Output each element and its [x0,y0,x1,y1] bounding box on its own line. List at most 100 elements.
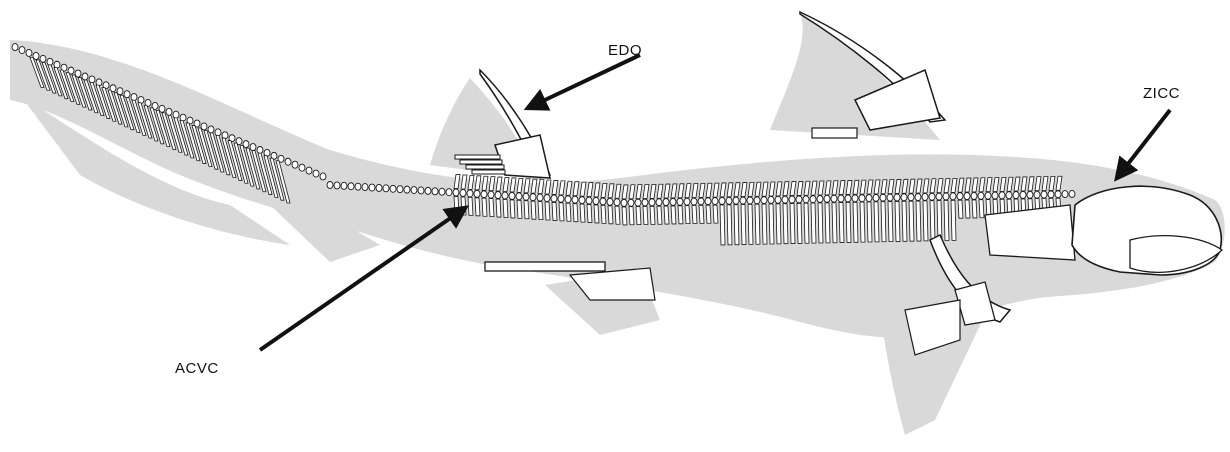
haemal-arch [951,200,956,240]
vertebra [859,195,865,202]
vertebra [719,197,725,204]
vertebra [733,197,739,204]
vertebra [292,161,298,168]
vertebra [887,194,893,201]
vertebra [544,195,550,202]
haemal-arch [825,203,830,243]
haemal-arch [692,206,697,224]
haemal-arch [727,205,732,245]
vertebra [488,191,494,198]
vertebra [768,196,774,203]
acvc-label: ACVC [175,360,219,377]
haemal-arch [979,200,984,218]
haemal-arch [573,204,578,222]
vertebra [12,44,18,51]
vertebra [243,141,249,148]
haemal-arch [552,202,557,220]
haemal-arch [664,206,669,224]
vertebra [1013,192,1019,199]
vertebra [117,88,123,95]
haemal-arch [678,206,683,224]
haemal-arch [902,201,907,241]
vertebra [565,196,571,203]
vertebra [82,73,88,80]
vertebra [873,194,879,201]
vertebra [663,199,669,206]
vertebra [558,195,564,202]
vertebra [929,193,935,200]
vertebra [474,190,480,197]
haemal-arch [895,201,900,241]
vertebra [397,186,403,193]
haemal-arch [916,201,921,241]
vertebra [1020,191,1026,198]
vertebra [390,185,396,192]
vertebra [922,193,928,200]
vertebra [47,58,53,65]
haemal-arch [475,198,480,216]
vertebra [593,197,599,204]
vertebra [313,170,319,177]
haemal-arch [909,201,914,241]
haemal-arch [636,207,641,225]
haemal-arch [818,203,823,243]
haemal-arch [594,205,599,223]
vertebra [166,108,172,115]
haemal-arch [720,205,725,245]
haemal-arch [790,204,795,244]
vertebra [908,194,914,201]
haemal-arch [615,206,620,224]
vertebra [523,193,529,200]
haemal-arch [888,202,893,242]
haemal-arch [881,202,886,242]
vertebra [446,189,452,196]
vertebra [747,197,753,204]
second-dorsal-radials [455,155,505,174]
vertebra [705,198,711,205]
edo-arrow [528,55,640,108]
vertebra [1027,191,1033,198]
vertebra [894,194,900,201]
haemal-arch [965,200,970,218]
vertebra [607,198,613,205]
haemal-arch [524,201,529,219]
vertebra [215,129,221,136]
vertebra [425,187,431,194]
vertebra [495,192,501,199]
vertebra [614,199,620,206]
vertebra [1006,192,1012,199]
vertebra [628,199,634,206]
haemal-arch [468,197,473,215]
haemal-arch [650,206,655,224]
haemal-arch [846,202,851,242]
vertebra [992,192,998,199]
haemal-arch [944,200,949,240]
vertebra [621,199,627,206]
vertebra [1034,191,1040,198]
vertebra [201,123,207,130]
vertebra [341,182,347,189]
vertebra [586,197,592,204]
haemal-arch [496,199,501,217]
vertebra [40,55,46,62]
vertebra [838,195,844,202]
vertebra [684,198,690,205]
vertebra [978,192,984,199]
vertebra [411,187,417,194]
vertebra [698,198,704,205]
vertebra [376,184,382,191]
haemal-arch [860,202,865,242]
vertebra [649,199,655,206]
zicc-arrow [1117,110,1170,178]
vertebra [824,195,830,202]
haemal-arch [797,203,802,243]
haemal-arch [811,203,816,243]
haemal-arch [734,205,739,245]
haemal-arch [958,200,963,218]
vertebra [250,144,256,151]
vertebra [327,182,333,189]
vertebra [964,193,970,200]
haemal-arch [853,202,858,242]
vertebra [124,91,130,98]
vertebra [656,199,662,206]
